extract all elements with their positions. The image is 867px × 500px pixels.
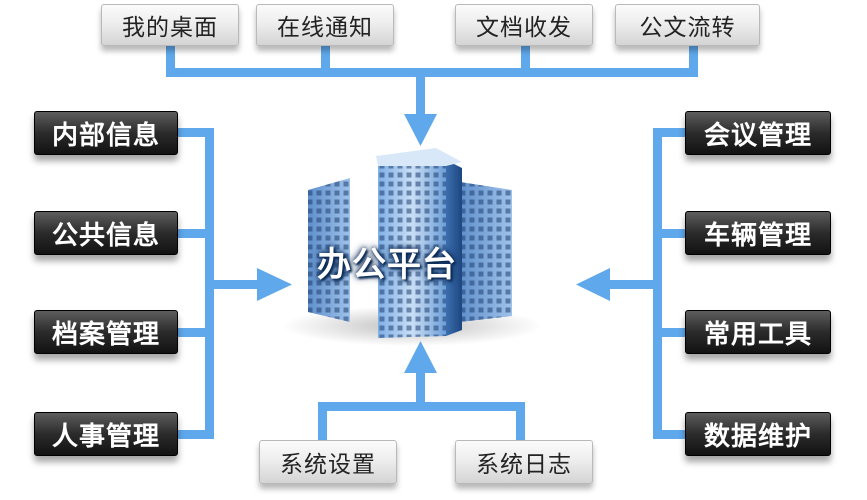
module-internal-info[interactable]: 内部信息 — [34, 111, 178, 155]
module-document-transfer[interactable]: 文档收发 — [455, 4, 593, 46]
center-platform-title: 办公平台 — [317, 244, 457, 285]
module-my-desktop[interactable]: 我的桌面 — [101, 4, 239, 46]
module-data-maintenance[interactable]: 数据维护 — [685, 412, 831, 456]
module-system-settings[interactable]: 系统设置 — [259, 440, 397, 484]
connectors — [166, 46, 698, 442]
module-online-notice[interactable]: 在线通知 — [256, 4, 394, 46]
office-building-icon — [282, 148, 542, 346]
module-common-tools[interactable]: 常用工具 — [685, 310, 831, 354]
module-system-log[interactable]: 系统日志 — [455, 440, 593, 484]
module-hr-management[interactable]: 人事管理 — [34, 412, 178, 456]
module-vehicle-management[interactable]: 车辆管理 — [685, 211, 831, 255]
module-meeting-management[interactable]: 会议管理 — [685, 111, 831, 155]
module-public-info[interactable]: 公共信息 — [34, 211, 178, 255]
module-archive-management[interactable]: 档案管理 — [34, 310, 178, 354]
module-official-document-flow[interactable]: 公文流转 — [615, 4, 760, 46]
